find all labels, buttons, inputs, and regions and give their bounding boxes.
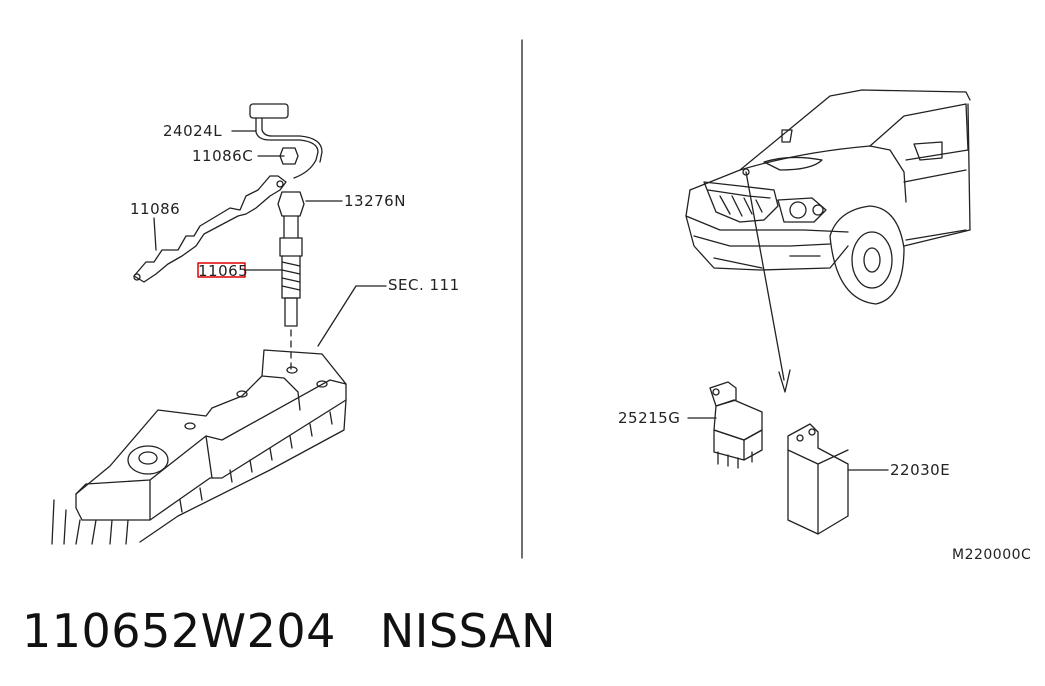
label-24024L: 24024L xyxy=(163,122,222,140)
vehicle-sketch xyxy=(685,89,971,393)
part-highlight-box xyxy=(197,262,246,278)
controller-unit-sketch xyxy=(787,423,889,535)
label-sec-111: SEC. 111 xyxy=(388,276,460,294)
diagram-labels: 24024L 11086C 11086 13276N 11065 SEC. 11… xyxy=(130,122,1031,563)
glow-plug-assembly xyxy=(133,103,343,373)
parts-diagram: 24024L 11086C 11086 13276N 11065 SEC. 11… xyxy=(51,39,1031,563)
label-13276N: 13276N xyxy=(344,192,406,210)
diagram-reference-code: M220000C xyxy=(952,547,1031,563)
label-11086C: 11086C xyxy=(192,147,253,165)
label-11086: 11086 xyxy=(130,200,180,218)
label-25215G: 25215G xyxy=(618,409,680,427)
brand-name: NISSAN xyxy=(379,604,556,658)
label-22030E: 22030E xyxy=(890,461,950,479)
part-number: 110652W204 xyxy=(22,604,336,658)
label-11065: 11065 xyxy=(198,262,248,280)
caption-row: 110652W204 NISSAN xyxy=(22,596,556,666)
relay-sketch xyxy=(687,381,763,469)
cylinder-head-sketch xyxy=(51,285,387,545)
